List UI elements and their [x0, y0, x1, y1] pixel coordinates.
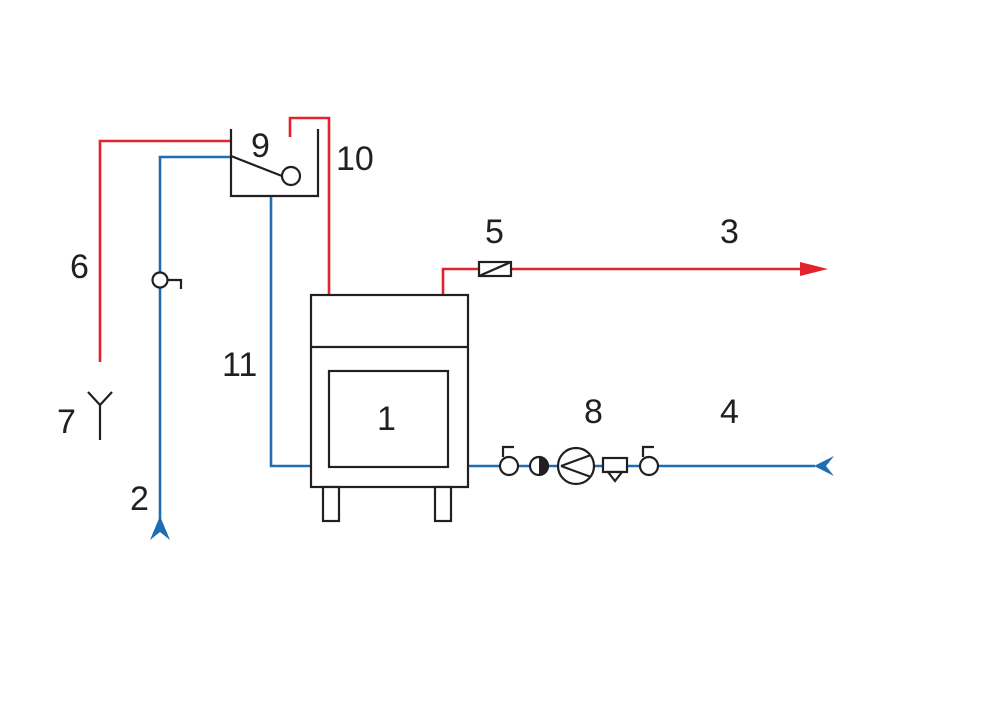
- shutoff-valve-icon: [498, 445, 520, 477]
- circulation-pipe: [269, 196, 311, 468]
- supply-pipe: [441, 267, 802, 295]
- label-return: 4: [720, 393, 739, 431]
- gauge-icon: [151, 271, 183, 289]
- label-circulation-pipe: 11: [222, 346, 257, 384]
- cold-inlet-pipe: [158, 155, 232, 525]
- label-supply: 3: [720, 213, 739, 251]
- check-valve-icon: [477, 260, 513, 278]
- hot-pipes: [98, 116, 802, 362]
- label-boiler: 1: [377, 400, 396, 438]
- label-check-valve: 5: [485, 213, 504, 251]
- label-expansion-tank: 9: [251, 127, 270, 165]
- vent-outlet-icon: [87, 391, 113, 440]
- label-pump-group: 8: [584, 393, 603, 431]
- label-cold-inlet: 2: [130, 480, 149, 518]
- boiler: [309, 293, 470, 523]
- expansion-tank: [229, 129, 320, 198]
- arrow-right-icon: [800, 262, 828, 276]
- shutoff-valve-icon-2: [638, 445, 660, 477]
- strainer-icon: [601, 456, 629, 483]
- return-fittings: [498, 445, 660, 486]
- label-vent-pipe: 6: [70, 248, 89, 286]
- half-circle-icon: [528, 455, 550, 477]
- label-safety-pipe: 10: [336, 140, 374, 178]
- arrow-up-icon: [150, 516, 170, 540]
- vent-pipe: [98, 139, 232, 362]
- arrow-left-icon: [814, 456, 834, 476]
- safety-pipe: [288, 116, 331, 296]
- circulation-pump-icon: [556, 446, 596, 486]
- label-vent-outlet: 7: [57, 403, 76, 441]
